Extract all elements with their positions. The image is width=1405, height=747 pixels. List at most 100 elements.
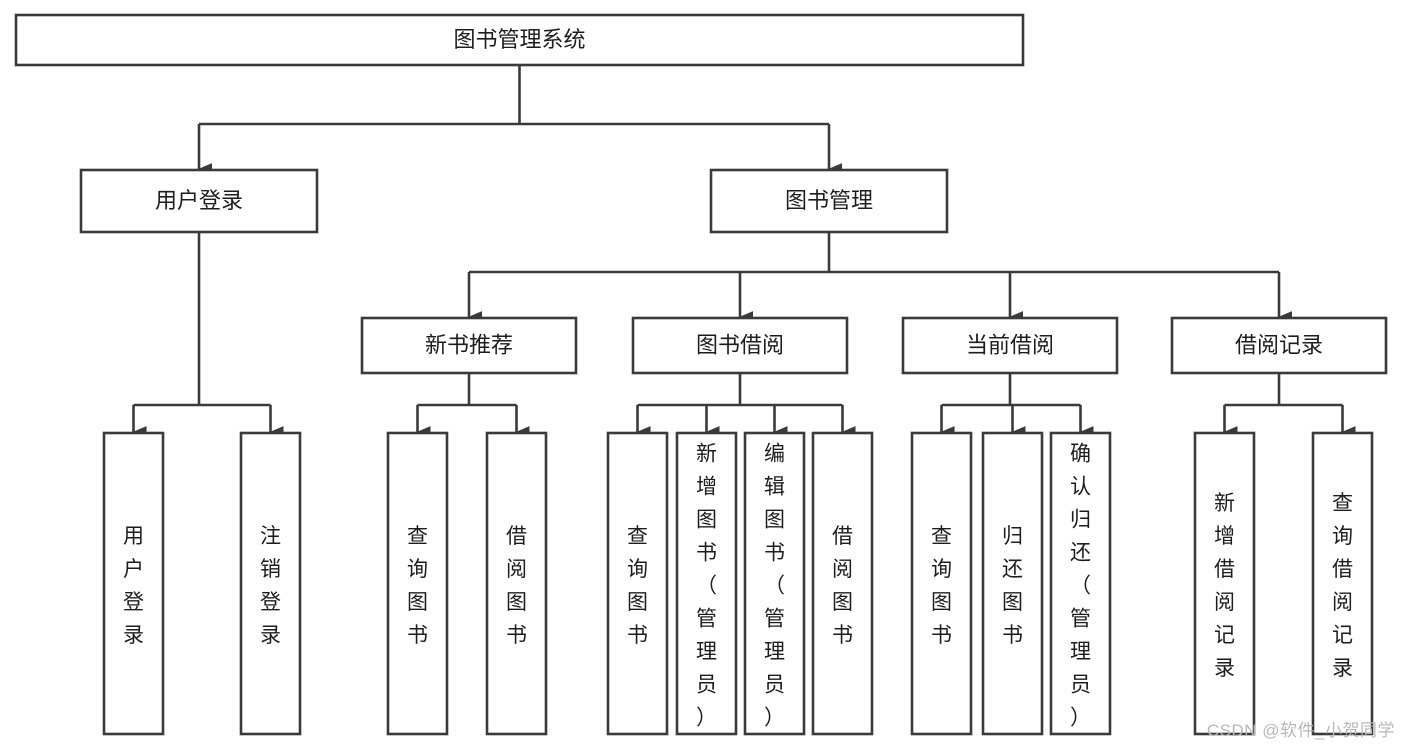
- node-book-borrow[interactable]: 图书借阅: [631, 316, 849, 375]
- leaf-leaf-borrow-book-2[interactable]: 借阅图书借阅图书: [811, 431, 874, 736]
- leaf-leaf-add-book-glyph: 增: [696, 476, 717, 499]
- node-root-rect: [14, 13, 1025, 67]
- leaf-leaf-query-book-1-glyph: 书: [407, 624, 428, 647]
- leaf-leaf-logout-glyph: 登: [260, 591, 281, 614]
- leaf-leaf-user-login-rect: [102, 431, 165, 736]
- node-book-manage[interactable]: 图书管理: [709, 168, 949, 234]
- leaf-leaf-query-record-rect: [1311, 431, 1374, 736]
- leaf-leaf-add-record-glyph: 增: [1214, 525, 1235, 548]
- leaf-leaf-query-record-glyph: 询: [1332, 525, 1353, 548]
- leaf-leaf-return-book-glyph: 归: [1002, 525, 1023, 548]
- leaf-leaf-query-book-2-glyph: 查: [627, 525, 648, 548]
- leaf-leaf-query-book-2-glyph: 图: [627, 591, 648, 614]
- leaf-leaf-logout[interactable]: 注销登录注销登录: [239, 431, 302, 736]
- leaf-leaf-edit-book-glyph: （: [764, 575, 785, 598]
- leaf-leaf-return-book-glyph: 书: [1002, 624, 1023, 647]
- leaf-leaf-confirm-return-glyph: 管: [1070, 608, 1091, 631]
- leaf-leaf-query-book-2[interactable]: 查询图书查询图书: [606, 431, 669, 736]
- leaf-leaf-add-book-glyph: 新: [696, 443, 717, 466]
- leaf-leaf-confirm-return-glyph: 员: [1070, 674, 1091, 697]
- leaf-leaf-add-record[interactable]: 新增借阅记录新增借阅记录: [1193, 431, 1256, 736]
- leaf-leaf-edit-book-glyph: 图: [764, 509, 785, 532]
- leaf-leaf-confirm-return-glyph: 归: [1070, 509, 1091, 532]
- node-new-book-recommend[interactable]: 新书推荐: [360, 316, 578, 375]
- node-layer: 图书管理系统用户登录图书管理新书推荐图书借阅当前借阅借阅记录用户登录用户登录注销…: [14, 13, 1388, 736]
- leaf-leaf-edit-book-glyph: 管: [764, 608, 785, 631]
- leaf-leaf-query-book-3-glyph: 查: [931, 525, 952, 548]
- leaf-leaf-query-book-2-glyph: 书: [627, 624, 648, 647]
- leaf-leaf-edit-book-glyph: 理: [764, 641, 785, 664]
- connector-layer: [132, 65, 1356, 438]
- leaf-leaf-query-book-3-glyph: 询: [931, 558, 952, 581]
- node-book-manage-rect: [709, 168, 949, 234]
- leaf-leaf-borrow-book-2-glyph: 书: [832, 624, 853, 647]
- node-user-login-rect: [79, 168, 319, 234]
- leaf-leaf-query-record-glyph: 阅: [1332, 591, 1353, 614]
- leaf-leaf-add-book-glyph: 员: [696, 674, 717, 697]
- leaf-leaf-user-login-glyph: 用: [123, 525, 144, 548]
- leaf-leaf-query-book-3-glyph: 书: [931, 624, 952, 647]
- leaf-leaf-add-record-glyph: 借: [1214, 558, 1235, 581]
- leaf-leaf-query-record-glyph: 查: [1332, 492, 1353, 515]
- node-book-borrow-rect: [631, 316, 849, 375]
- leaf-leaf-add-book-glyph: （: [696, 575, 717, 598]
- node-borrow-records[interactable]: 借阅记录: [1170, 316, 1388, 375]
- leaf-leaf-user-login[interactable]: 用户登录用户登录: [102, 431, 165, 736]
- leaf-leaf-query-book-2-rect: [606, 431, 669, 736]
- leaf-leaf-add-book-glyph: 图: [696, 509, 717, 532]
- node-user-login[interactable]: 用户登录: [79, 168, 319, 234]
- leaf-leaf-add-record-rect: [1193, 431, 1256, 736]
- leaf-leaf-edit-book-rect: [743, 431, 806, 736]
- leaf-leaf-query-record[interactable]: 查询借阅记录查询借阅记录: [1311, 431, 1374, 736]
- node-borrow-records-label: 借阅记录: [1235, 332, 1323, 357]
- leaf-leaf-query-book-1-glyph: 查: [407, 525, 428, 548]
- leaf-leaf-add-record-glyph: 新: [1214, 492, 1235, 515]
- leaf-leaf-add-record-glyph: 阅: [1214, 591, 1235, 614]
- leaf-leaf-edit-book-glyph: 书: [764, 542, 785, 565]
- leaf-leaf-confirm-return-rect: [1049, 431, 1112, 736]
- leaf-leaf-query-record-glyph: 录: [1332, 657, 1353, 680]
- leaf-leaf-query-book-1-glyph: 图: [407, 591, 428, 614]
- watermark-text: CSDN @软件_小贺同学: [1206, 721, 1395, 740]
- leaf-leaf-edit-book-glyph: 编: [764, 443, 785, 466]
- leaf-leaf-confirm-return-glyph: ）: [1070, 707, 1091, 730]
- leaf-leaf-return-book[interactable]: 归还图书归还图书: [981, 431, 1044, 736]
- leaf-leaf-borrow-book-2-glyph: 阅: [832, 558, 853, 581]
- leaf-leaf-query-book-3[interactable]: 查询图书查询图书: [910, 431, 973, 736]
- leaf-leaf-add-record-glyph: 录: [1214, 657, 1235, 680]
- node-book-borrow-label: 图书借阅: [696, 332, 784, 357]
- node-current-borrow[interactable]: 当前借阅: [901, 316, 1119, 375]
- leaf-leaf-borrow-book-2-glyph: 借: [832, 525, 853, 548]
- leaf-leaf-add-book-glyph: ）: [696, 707, 717, 730]
- node-root[interactable]: 图书管理系统: [14, 13, 1025, 67]
- node-current-borrow-rect: [901, 316, 1119, 375]
- leaf-leaf-borrow-book-1-glyph: 书: [506, 624, 527, 647]
- node-root-label: 图书管理系统: [453, 27, 585, 52]
- leaf-leaf-borrow-book-1-rect: [485, 431, 548, 736]
- leaf-leaf-edit-book-glyph: 员: [764, 674, 785, 697]
- node-user-login-label: 用户登录: [155, 188, 243, 213]
- leaf-leaf-borrow-book-1-glyph: 图: [506, 591, 527, 614]
- leaf-leaf-borrow-book-1[interactable]: 借阅图书借阅图书: [485, 431, 548, 736]
- leaf-leaf-query-book-1-glyph: 询: [407, 558, 428, 581]
- leaf-leaf-logout-glyph: 录: [260, 624, 281, 647]
- leaf-leaf-borrow-book-2-rect: [811, 431, 874, 736]
- node-borrow-records-rect: [1170, 316, 1388, 375]
- leaf-leaf-add-record-glyph: 记: [1214, 624, 1235, 647]
- leaf-leaf-query-book-1-rect: [386, 431, 449, 736]
- leaf-leaf-borrow-book-2-glyph: 图: [832, 591, 853, 614]
- leaf-leaf-add-book-glyph: 理: [696, 641, 717, 664]
- leaf-leaf-query-book-2-glyph: 询: [627, 558, 648, 581]
- leaf-leaf-return-book-glyph: 还: [1002, 558, 1023, 581]
- leaf-leaf-query-book-1[interactable]: 查询图书查询图书: [386, 431, 449, 736]
- leaf-leaf-confirm-return-glyph: （: [1070, 575, 1091, 598]
- leaf-leaf-add-book-glyph: 管: [696, 608, 717, 631]
- leaf-leaf-borrow-book-1-glyph: 借: [506, 525, 527, 548]
- leaf-leaf-edit-book-glyph: 辑: [764, 476, 785, 499]
- leaf-leaf-confirm-return-glyph: 认: [1070, 476, 1091, 499]
